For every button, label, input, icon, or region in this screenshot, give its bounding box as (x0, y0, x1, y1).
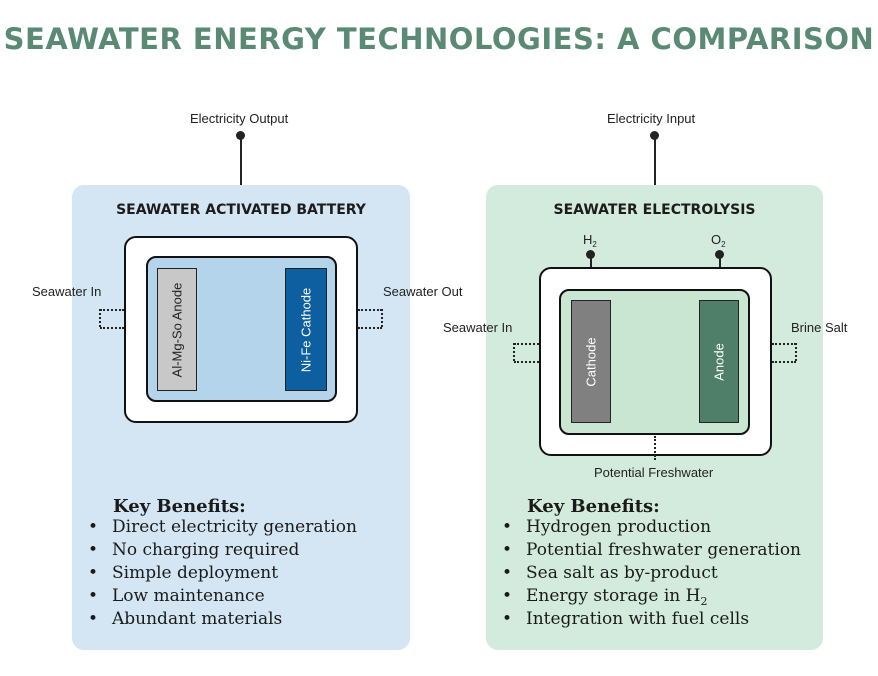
battery-anode: Al-Mg-So Anode (157, 268, 197, 391)
battery-inlet-top (100, 309, 124, 311)
o2-label: O2 (711, 232, 726, 249)
battery-benefit: No charging required (84, 539, 357, 562)
battery-seawater-in-label: Seawater In (32, 284, 102, 299)
electrolysis-benefit-sub: 2 (700, 595, 708, 608)
battery-inlet-bottom (100, 327, 124, 329)
brine-outlet-top (772, 343, 796, 345)
brine-salt-label: Brine Salt (791, 320, 848, 335)
battery-benefit: Direct electricity generation (84, 516, 357, 539)
electrolysis-benefit: Sea salt as by-product (498, 562, 801, 585)
electrolysis-heading: SEAWATER ELECTROLYSIS (553, 202, 756, 218)
battery-benefits-title: Key Benefits: (113, 496, 246, 517)
battery-cathode: Ni-Fe Cathode (285, 268, 327, 391)
battery-outlet-top (358, 309, 382, 311)
electrolysis-anode: Anode (699, 300, 739, 423)
electrolysis-benefit-text: Energy storage in H (526, 586, 701, 606)
electrolysis-benefits-list: Hydrogen production Potential freshwater… (498, 516, 801, 631)
electrolysis-cathode-label: Cathode (583, 336, 599, 387)
brine-outlet-side (795, 343, 797, 361)
electrolysis-benefit: Hydrogen production (498, 516, 801, 539)
electrolysis-benefit: Energy storage in H2 (498, 585, 801, 608)
electrolysis-benefit: Potential freshwater generation (498, 539, 801, 562)
o2-label-sub: 2 (721, 240, 726, 249)
brine-outlet-bottom (772, 361, 796, 363)
electrolysis-input-wire (654, 135, 656, 186)
battery-benefits-list: Direct electricity generation No chargin… (84, 516, 357, 631)
battery-outlet-side (381, 309, 383, 327)
electricity-output-label: Electricity Output (190, 111, 289, 126)
h2-label: H2 (583, 232, 597, 249)
battery-cathode-label: Ni-Fe Cathode (298, 287, 314, 372)
electrolysis-seawater-in-label: Seawater In (443, 320, 513, 335)
battery-heading: SEAWATER ACTIVATED BATTERY (116, 202, 366, 218)
potential-freshwater-label: Potential Freshwater (594, 465, 714, 480)
o2-label-main: O (711, 232, 722, 247)
electricity-input-label: Electricity Input (607, 111, 696, 126)
battery-benefit: Simple deployment (84, 562, 357, 585)
battery-seawater-out-label: Seawater Out (383, 284, 463, 299)
electrolysis-benefits-title: Key Benefits: (527, 496, 660, 517)
electrolysis-benefit: Integration with fuel cells (498, 608, 801, 631)
electrolysis-inlet-bottom (514, 361, 539, 363)
h2-label-sub: 2 (592, 240, 597, 249)
page-title: SEAWATER ENERGY TECHNOLOGIES: A COMPARIS… (3, 22, 875, 56)
battery-output-wire (240, 135, 242, 186)
battery-benefit: Abundant materials (84, 608, 357, 631)
h2-label-main: H (583, 232, 593, 247)
electrolysis-cathode: Cathode (571, 300, 611, 423)
battery-outlet-bottom (358, 327, 382, 329)
electrolysis-inlet-top (514, 343, 539, 345)
electrolysis-inlet-side (513, 343, 515, 361)
battery-inlet-side (99, 309, 101, 327)
freshwater-outlet (654, 436, 656, 460)
battery-anode-label: Al-Mg-So Anode (169, 282, 185, 377)
electrolysis-anode-label: Anode (711, 342, 727, 381)
battery-benefit: Low maintenance (84, 585, 357, 608)
